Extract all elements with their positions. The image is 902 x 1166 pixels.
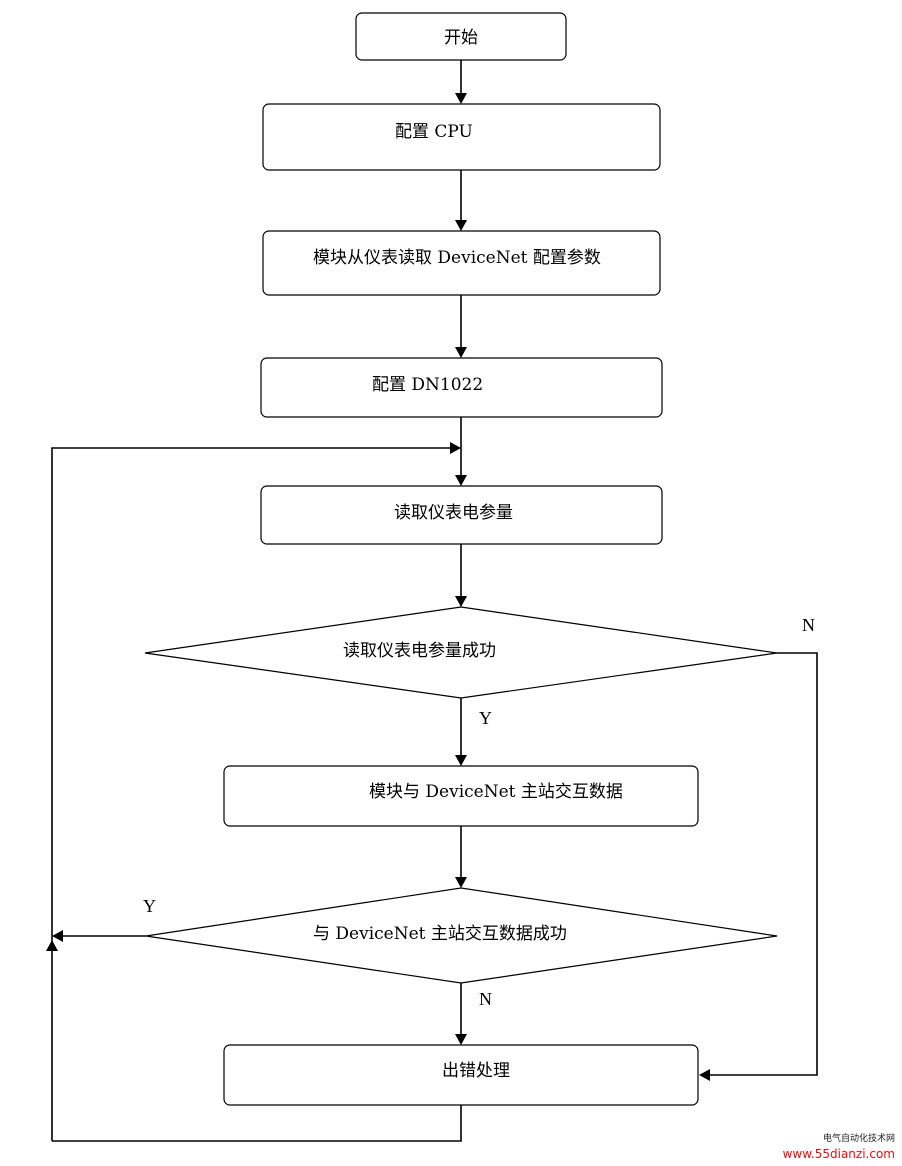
exchange-node: 模块与 DeviceNet 主站交互数据 bbox=[223, 765, 699, 827]
read-ok-yes-label: Y bbox=[479, 708, 492, 728]
exchange-ok-yes-label: Y bbox=[143, 896, 156, 916]
loop-back-arrow bbox=[51, 442, 461, 1141]
watermark-site-name: 电气自动化技术网 bbox=[823, 1132, 895, 1144]
read-ok-decision: 读取仪表电参量成功 bbox=[144, 606, 778, 699]
error-label: 出错处理 bbox=[442, 1061, 510, 1081]
config-cpu-node: 配置 CPU bbox=[262, 103, 661, 171]
exchange-label: 模块与 DeviceNet 主站交互数据 bbox=[369, 782, 623, 802]
read-ok-no-arrow bbox=[699, 652, 818, 1081]
config-dn-node: 配置 DN1022 bbox=[260, 357, 663, 418]
exchange-ok-label: 与 DeviceNet 主站交互数据成功 bbox=[313, 924, 567, 944]
connectors bbox=[455, 60, 467, 1045]
read-params-label: 模块从仪表读取 DeviceNet 配置参数 bbox=[313, 248, 601, 268]
start-node: 开始 bbox=[355, 12, 567, 61]
read-ok-label: 读取仪表电参量成功 bbox=[343, 641, 496, 661]
read-params-node: 模块从仪表读取 DeviceNet 配置参数 bbox=[262, 230, 661, 296]
exchange-ok-no-label: N bbox=[479, 989, 492, 1009]
config-cpu-label: 配置 CPU bbox=[395, 122, 473, 142]
read-meter-node: 读取仪表电参量 bbox=[260, 485, 663, 545]
config-dn-label: 配置 DN1022 bbox=[372, 375, 483, 395]
read-ok-no-label: N bbox=[802, 615, 815, 635]
watermark-url: www.55dianzi.com bbox=[783, 1147, 895, 1161]
exchange-ok-decision: 与 DeviceNet 主站交互数据成功 bbox=[145, 887, 778, 984]
read-meter-label: 读取仪表电参量 bbox=[394, 503, 513, 523]
start-node-label: 开始 bbox=[444, 28, 478, 48]
exchange-ok-yes-arrow bbox=[52, 930, 146, 942]
error-exit-line bbox=[46, 940, 462, 1142]
error-node: 出错处理 bbox=[223, 1044, 699, 1106]
